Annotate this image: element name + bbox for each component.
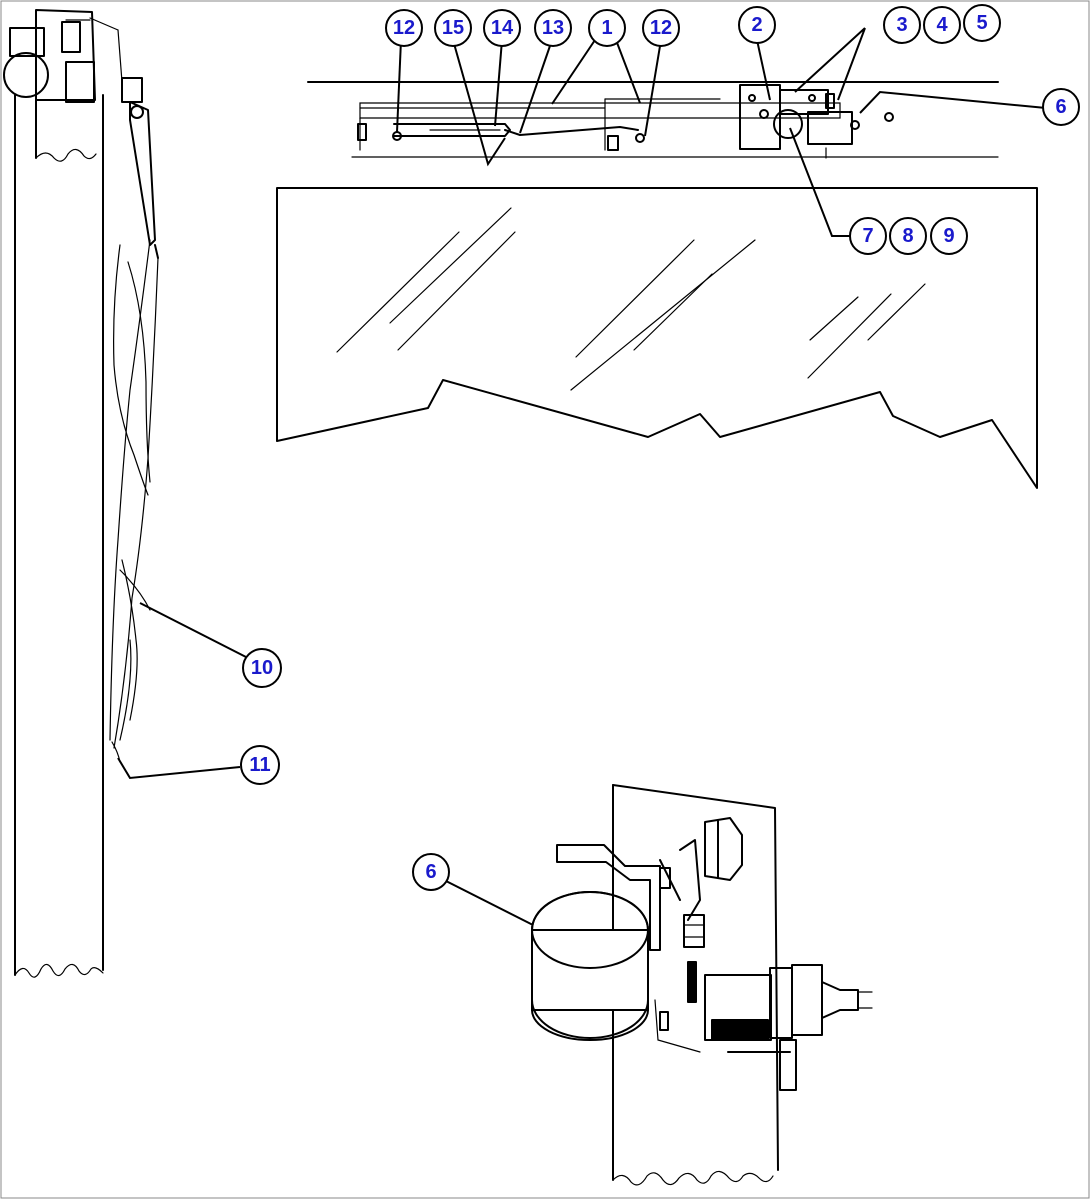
- callout-11-label: 11: [249, 754, 270, 776]
- callout-3: 3: [883, 6, 921, 44]
- callout-5: 5: [963, 4, 1001, 42]
- detail-view-wiper-motor: [443, 784, 873, 1186]
- callout-14-label: 14: [491, 17, 514, 39]
- callout-10-label: 10: [251, 657, 273, 679]
- callout-1: 1: [588, 9, 626, 47]
- top-view-wiper-assembly: [276, 27, 1047, 489]
- callout-10: 10: [242, 648, 282, 688]
- callout-13-label: 13: [542, 17, 564, 39]
- callout-3-label: 3: [896, 14, 907, 36]
- callout-8-label: 8: [902, 225, 913, 247]
- callout-9-label: 9: [943, 225, 954, 247]
- callout-4-label: 4: [936, 14, 948, 36]
- callout-12-right: 12: [642, 9, 680, 47]
- callout-9: 9: [930, 217, 968, 255]
- callout-7-label: 7: [862, 225, 873, 247]
- callout-12-right-label: 12: [650, 17, 672, 39]
- callout-4: 4: [923, 6, 961, 44]
- callout-2: 2: [738, 6, 776, 44]
- callout-15-label: 15: [442, 17, 464, 39]
- callout-2-label: 2: [751, 14, 762, 36]
- callout-6-detail-label: 6: [425, 861, 436, 883]
- callout-5-label: 5: [976, 12, 987, 34]
- callout-12-left: 12: [385, 9, 423, 47]
- callout-8: 8: [889, 217, 927, 255]
- callout-13: 13: [534, 9, 572, 47]
- callout-15: 15: [434, 9, 472, 47]
- callout-6-detail: 6: [412, 853, 450, 891]
- callout-6-top-label: 6: [1055, 96, 1066, 118]
- callout-7: 7: [849, 217, 887, 255]
- callout-11: 11: [240, 745, 280, 785]
- callout-14: 14: [483, 9, 521, 47]
- callout-12-left-label: 12: [393, 17, 415, 39]
- callout-1-label: 1: [601, 17, 612, 39]
- callout-6-top: 6: [1042, 88, 1080, 126]
- side-view-post-and-wiper: [3, 9, 247, 978]
